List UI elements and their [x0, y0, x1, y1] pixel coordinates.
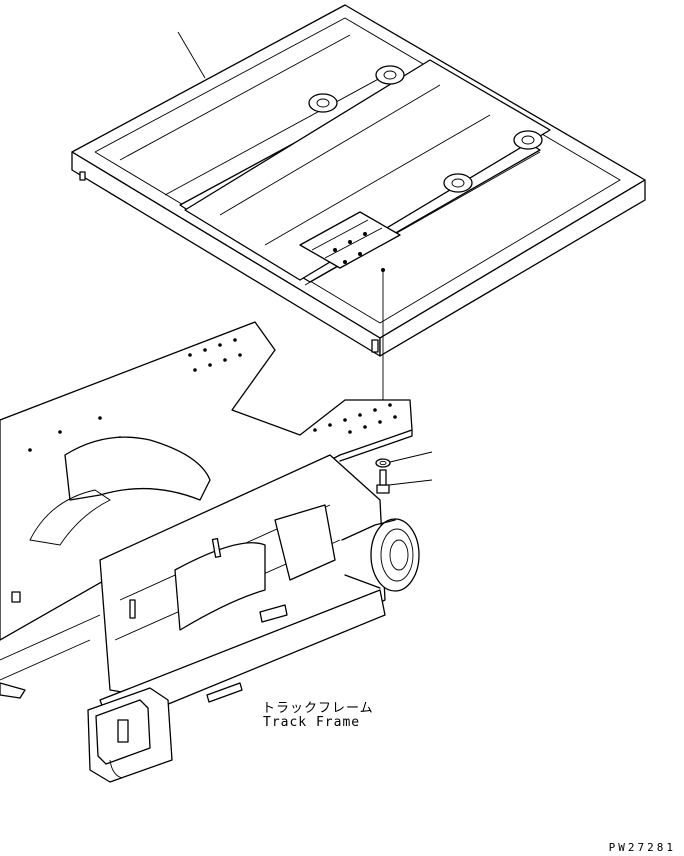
- plate-holes: [28, 338, 397, 452]
- drawing-code: PW27281: [608, 841, 676, 854]
- revolving-frame: [71, 4, 646, 357]
- bolt: [376, 469, 433, 494]
- washer: [375, 451, 433, 468]
- part-label-en: Track Frame: [263, 715, 361, 730]
- part-label-jp: トラックフレーム: [262, 701, 374, 716]
- track-frame: [0, 321, 420, 783]
- leader-line-frame: [177, 31, 206, 79]
